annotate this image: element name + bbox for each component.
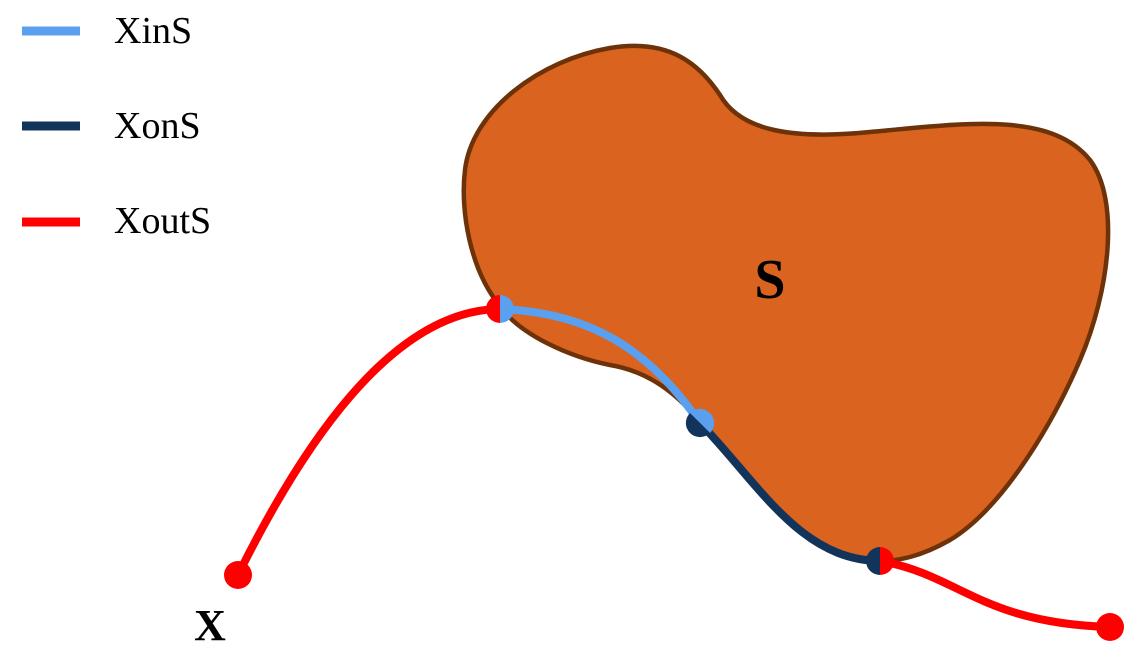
legend-item-xins: XinS — [22, 10, 192, 52]
curve-x — [234, 305, 1114, 631]
legend: XinS XonS XoutS — [22, 10, 211, 242]
legend-item-xouts: XoutS — [22, 200, 211, 242]
curve-segment-inside — [496, 305, 704, 427]
legend-label-xouts: XoutS — [114, 200, 211, 242]
transition-marker-3 — [866, 547, 894, 575]
region-s — [461, 43, 1111, 565]
transition-marker-2 — [685, 408, 715, 438]
curve-segment-on-boundary — [696, 419, 884, 565]
curve-end-point — [1096, 613, 1124, 641]
legend-item-xons: XonS — [22, 105, 201, 147]
legend-label-xons: XonS — [114, 105, 201, 147]
curve-segment-outside-start — [234, 305, 504, 579]
region-s-label: S — [754, 249, 785, 311]
curve-x-label: X — [194, 601, 226, 650]
curve-segment-outside-end — [876, 557, 1114, 631]
transition-marker-1 — [486, 295, 514, 323]
legend-label-xins: XinS — [114, 10, 192, 52]
curve-start-point — [224, 561, 252, 589]
